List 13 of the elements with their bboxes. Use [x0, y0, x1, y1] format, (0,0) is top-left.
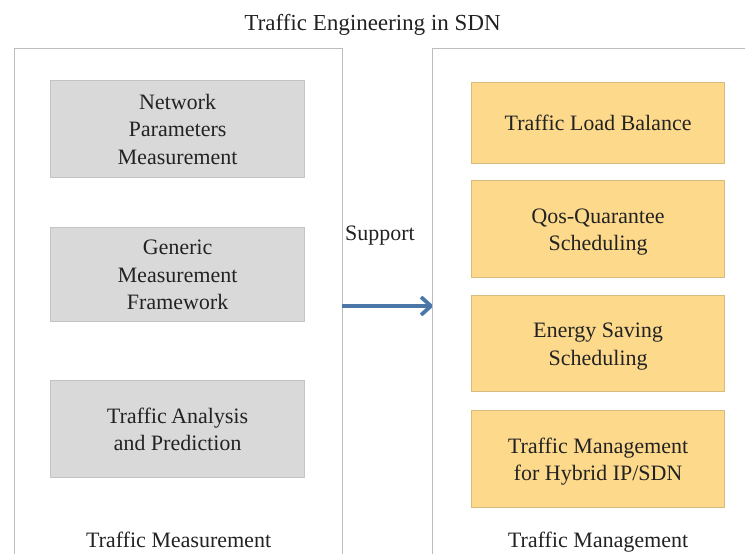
process-box: Qos-Quarantee Scheduling — [471, 180, 725, 278]
process-box: Generic Measurement Framework — [50, 227, 305, 322]
process-box: Traffic Management for Hybrid IP/SDN — [471, 410, 725, 508]
panel-label: Traffic Measurement — [84, 527, 272, 553]
panel-label: Traffic Management — [506, 527, 690, 553]
process-box: Energy Saving Scheduling — [471, 295, 725, 392]
process-box: Network Parameters Measurement — [50, 80, 305, 178]
process-box: Traffic Analysis and Prediction — [50, 380, 305, 478]
process-box: Traffic Load Balance — [471, 82, 725, 164]
group-panel — [432, 48, 745, 554]
arrow — [342, 295, 433, 317]
group-panel — [14, 48, 343, 554]
diagram-title: Traffic Engineering in SDN — [243, 10, 502, 36]
